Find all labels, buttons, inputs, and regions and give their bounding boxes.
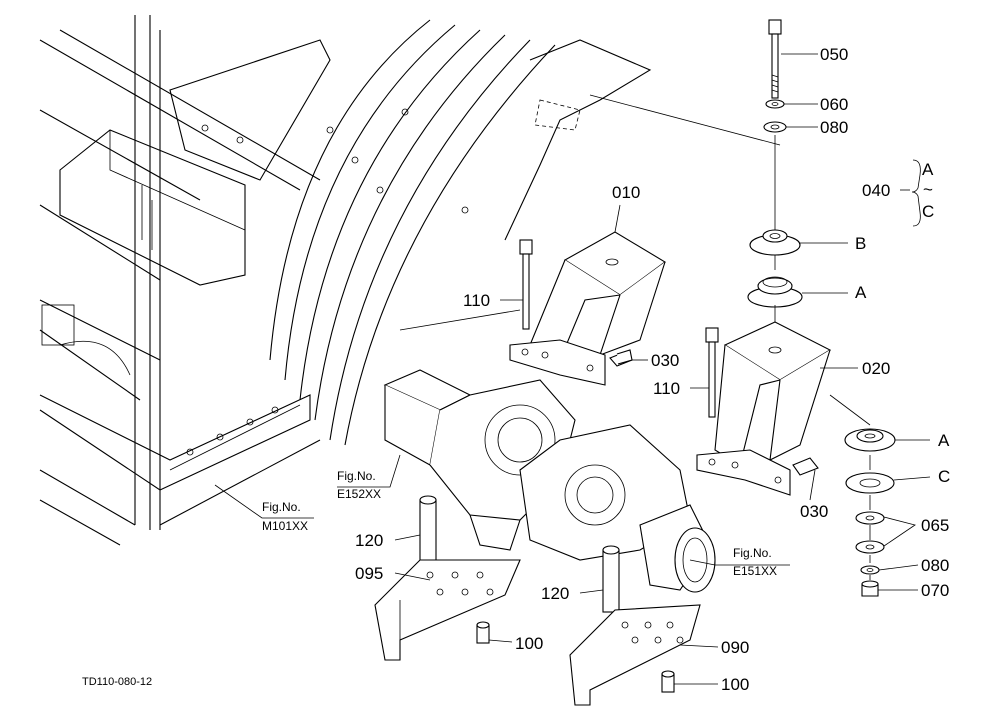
bolt-050	[768, 19, 782, 99]
label-cushion-c: C	[938, 467, 950, 486]
label-050: 050	[820, 45, 848, 64]
leader-lines	[214, 53, 931, 685]
label-120-right: 120	[541, 584, 569, 603]
bolt-100-left	[476, 621, 490, 644]
label-100-left: 100	[515, 634, 543, 653]
label-080-top: 080	[820, 118, 848, 137]
label-range-c: C	[922, 202, 934, 221]
bolt-110-right	[705, 327, 719, 418]
label-040: 040	[862, 181, 890, 200]
bracket-020	[696, 321, 832, 496]
mount-plate-090	[569, 604, 701, 706]
washer-080-top	[763, 121, 787, 133]
axle-housing-e151	[519, 424, 716, 593]
cab-frame-structure	[39, 15, 781, 546]
label-030-right: 030	[800, 502, 828, 521]
bolt-100-right	[661, 670, 675, 693]
label-080-bottom: 080	[921, 556, 949, 575]
nut-070	[861, 580, 879, 597]
label-095: 095	[355, 564, 383, 583]
label-cushion-a-low: A	[938, 431, 950, 450]
washers-065	[855, 511, 885, 554]
label-range-tilde: ~	[923, 180, 933, 199]
label-070: 070	[921, 581, 949, 600]
pin-120-right	[602, 545, 620, 613]
pin-120-left	[419, 495, 437, 563]
fig-e152-line1: Fig.No.	[337, 469, 376, 483]
part-labels: 050 060 080 040 A ~ C B A 010 110 030 02…	[355, 45, 950, 694]
label-020: 020	[862, 359, 890, 378]
label-cushion-b: B	[855, 234, 866, 253]
fig-e152-line2: E152XX	[337, 487, 381, 501]
label-110-right: 110	[653, 379, 680, 398]
washer-080-bottom	[860, 565, 880, 575]
bolt-030-left	[609, 349, 633, 367]
label-100-right: 100	[721, 675, 749, 694]
bolt-030-right	[792, 457, 819, 476]
label-065: 065	[921, 516, 949, 535]
fig-e151-line1: Fig.No.	[733, 546, 772, 560]
label-060: 060	[820, 95, 848, 114]
mount-plate-095	[374, 559, 521, 661]
label-120-left: 120	[355, 531, 383, 550]
cushion-b	[749, 229, 801, 256]
diagram-code: TD110-080-12	[82, 676, 152, 688]
label-110-left: 110	[463, 291, 490, 310]
cushion-a-low	[844, 428, 896, 452]
cushion-c	[845, 472, 895, 494]
bracket-010	[509, 231, 666, 386]
label-cushion-a-top: A	[855, 283, 867, 302]
label-range-a: A	[922, 160, 934, 179]
lock-washer-060	[765, 99, 785, 109]
cushion-a-top	[747, 276, 803, 308]
label-010: 010	[612, 183, 640, 202]
figure-references: Fig.No. M101XX Fig.No. E152XX Fig.No. E1…	[262, 469, 777, 578]
label-030-left: 030	[651, 351, 679, 370]
fig-m101-line2: M101XX	[262, 519, 308, 533]
bolt-110-left	[519, 239, 533, 330]
fig-e151-line2: E151XX	[733, 564, 777, 578]
fig-m101-line1: Fig.No.	[262, 500, 301, 514]
label-090: 090	[721, 638, 749, 657]
